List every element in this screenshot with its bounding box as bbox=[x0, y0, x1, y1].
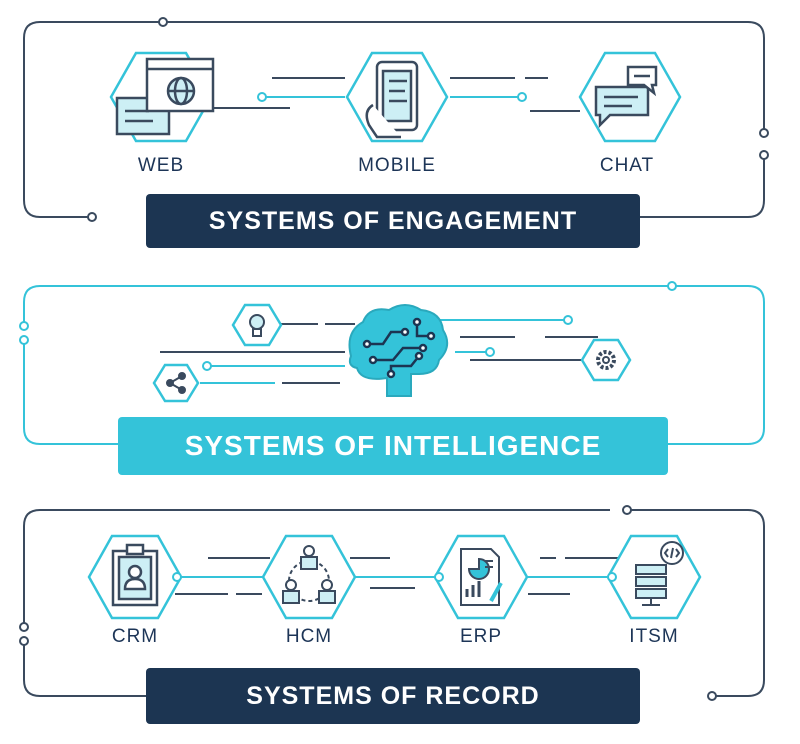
intelligence-banner: SYSTEMS OF INTELLIGENCE bbox=[118, 417, 668, 475]
clipboard-person-icon bbox=[111, 543, 159, 607]
erp-label: ERP bbox=[459, 626, 503, 647]
brain-circuit-icon bbox=[348, 304, 449, 397]
engagement-connectors bbox=[210, 77, 580, 112]
crm-label: CRM bbox=[111, 626, 159, 647]
record-connectors bbox=[175, 557, 620, 595]
chat-bubble-icon bbox=[594, 65, 658, 129]
mobile-hexagon bbox=[345, 51, 449, 143]
people-network-icon bbox=[282, 545, 336, 604]
erp-hexagon bbox=[433, 534, 529, 620]
mobile-label: MOBILE bbox=[358, 155, 436, 176]
web-browser-icon bbox=[115, 57, 215, 136]
share-icon bbox=[166, 372, 186, 394]
mobile-phone-icon bbox=[365, 60, 419, 139]
gear-icon bbox=[596, 350, 616, 370]
chat-hexagon bbox=[578, 51, 682, 143]
intelligence-connectors bbox=[160, 315, 598, 384]
chat-label: CHAT bbox=[599, 155, 655, 176]
server-code-icon bbox=[635, 541, 684, 606]
itsm-label: ITSM bbox=[629, 626, 679, 647]
share-hexagon bbox=[152, 363, 200, 403]
web-hexagon bbox=[109, 51, 215, 143]
hcm-label: HCM bbox=[285, 626, 333, 647]
crm-hexagon bbox=[87, 534, 183, 620]
record-banner: SYSTEMS OF RECORD bbox=[146, 668, 640, 724]
engagement-frame bbox=[23, 17, 769, 222]
lightbulb-icon bbox=[249, 314, 265, 337]
gear-hexagon bbox=[580, 338, 632, 382]
record-frame bbox=[19, 505, 765, 701]
intelligence-frame bbox=[19, 281, 765, 445]
engagement-banner: SYSTEMS OF ENGAGEMENT bbox=[146, 194, 640, 248]
hcm-hexagon bbox=[261, 534, 357, 620]
web-label: WEB bbox=[137, 155, 185, 176]
report-chart-icon bbox=[460, 548, 503, 606]
itsm-hexagon bbox=[606, 534, 702, 620]
lightbulb-hexagon bbox=[231, 303, 283, 347]
